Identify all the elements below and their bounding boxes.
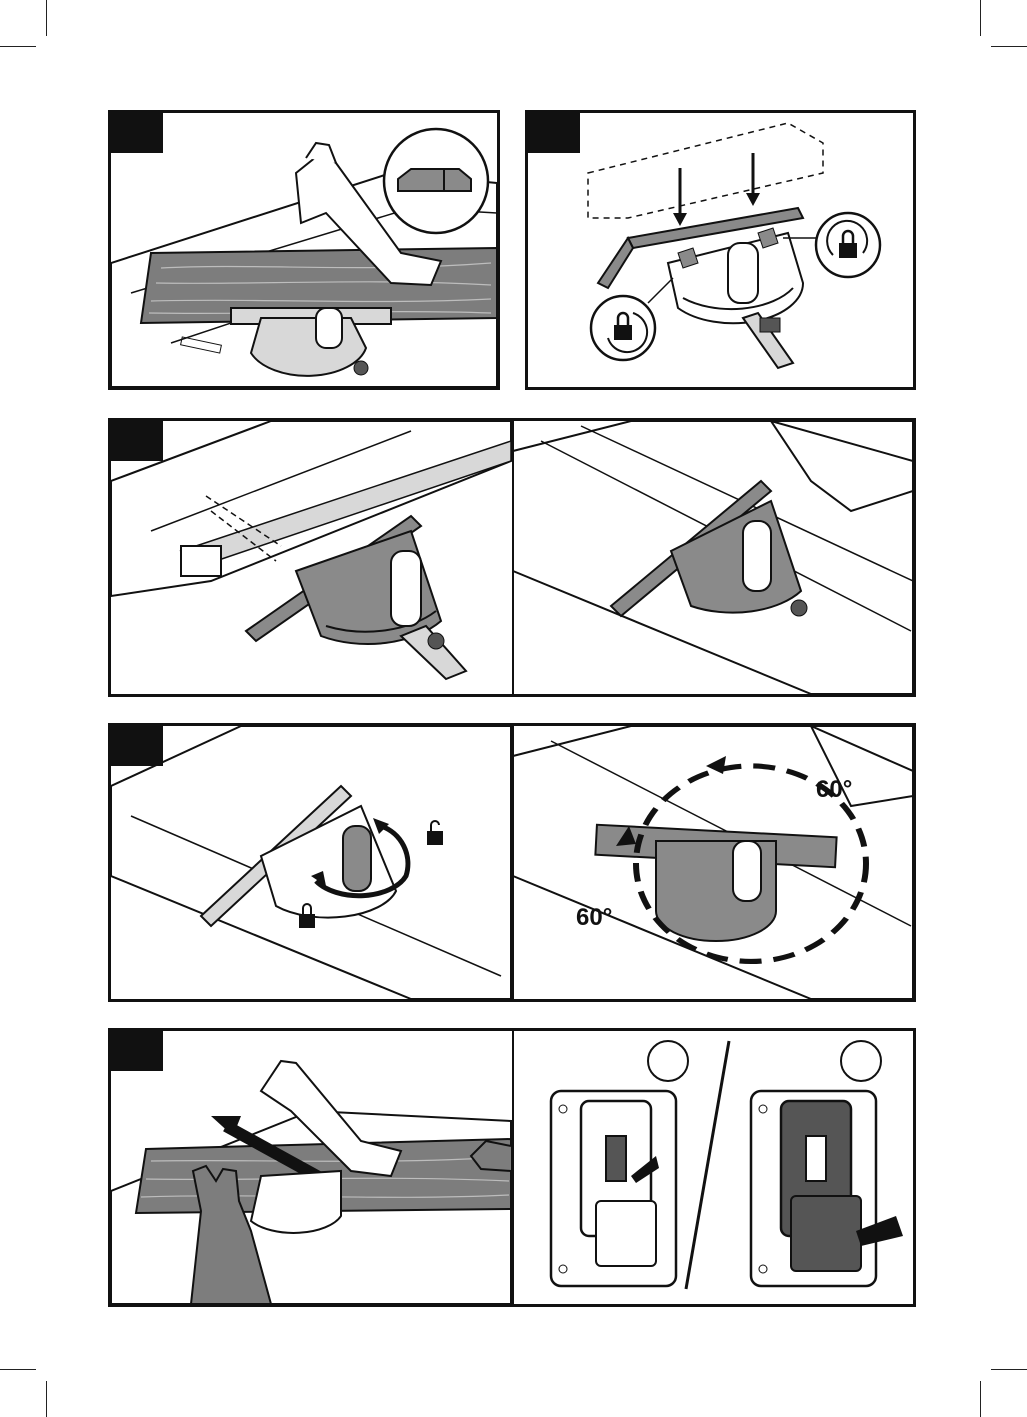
lock-icon <box>591 296 655 360</box>
figure-5-number-tab <box>111 1031 163 1071</box>
figure-3-panel <box>108 418 916 697</box>
figure-4-panel: 60° 60° <box>108 723 916 1002</box>
figure-1-number-tab <box>111 113 163 153</box>
figure-4-number-tab <box>111 726 163 766</box>
figure-5-divider <box>512 1031 514 1304</box>
crop-mark <box>0 46 36 47</box>
lock-icon <box>816 213 880 277</box>
crop-mark <box>991 46 1027 47</box>
figure-1-illustration <box>111 113 497 387</box>
angle-label-right: 60° <box>816 776 852 804</box>
angle-label-left: 60° <box>576 904 612 932</box>
crop-mark <box>0 1369 36 1370</box>
crop-mark <box>991 1369 1027 1370</box>
crop-mark <box>980 1381 981 1417</box>
figure-3-number-tab <box>111 421 163 461</box>
crop-mark <box>46 0 47 36</box>
figure-4-divider <box>512 726 514 999</box>
figure-3-divider <box>512 421 514 694</box>
crop-mark <box>46 1381 47 1417</box>
figure-2-illustration <box>528 113 913 387</box>
figure-2-panel <box>525 110 916 390</box>
figure-1-panel <box>108 110 500 390</box>
figure-5-panel <box>108 1028 916 1307</box>
crop-mark <box>980 0 981 36</box>
figure-2-number-tab <box>528 113 580 153</box>
